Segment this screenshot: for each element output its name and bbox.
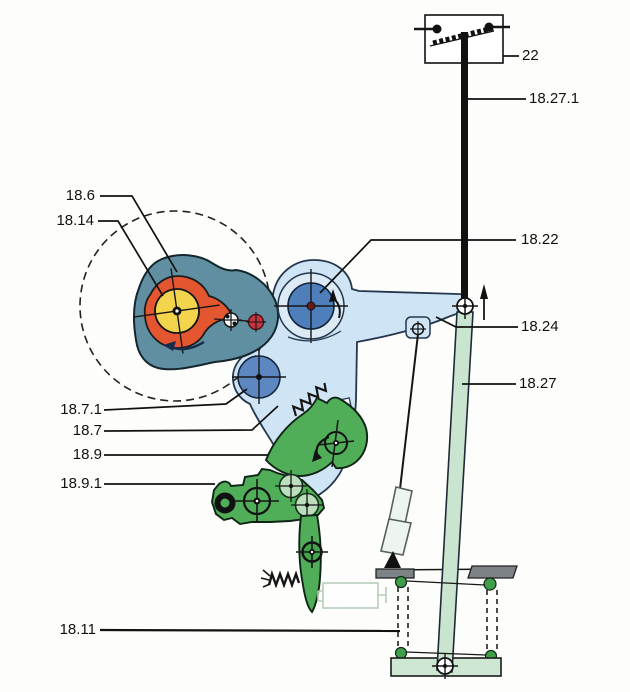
claw-rotation-arrow [312, 435, 330, 462]
part-label-18-6: 18.6 [65, 187, 95, 204]
claw-lever [264, 396, 369, 477]
red-pin [246, 312, 266, 332]
part-label-18-24: 18.24 [521, 318, 559, 335]
base-links [405, 580, 487, 679]
guide-roller [232, 350, 286, 404]
part-label-18-9-1: 18.9.1 [60, 475, 102, 492]
part-label-18-11: 18.11 [59, 621, 96, 638]
part-label-18-27-1: 18.27.1 [529, 90, 580, 107]
bracket-roller-lower [291, 489, 323, 521]
return-spring [260, 569, 301, 589]
buffer-box [317, 582, 387, 609]
cam-rotation-arrow [163, 340, 205, 351]
bracket-roller-upper [275, 470, 307, 502]
lifter-bar [436, 311, 474, 673]
position-marker [220, 309, 242, 331]
damper [380, 486, 413, 568]
pivot-marker [452, 293, 478, 319]
lever-spring [291, 382, 328, 417]
link-bracket [211, 467, 326, 526]
part-label-18-22: 18.22 [521, 231, 559, 248]
pulley-rotation-arrow [329, 289, 341, 319]
part-label-18-7-1: 18.7.1 [60, 401, 102, 418]
leader-lines [98, 55, 526, 633]
part-label-18-7: 18.7 [72, 422, 102, 439]
part-label-18-9: 18.9 [72, 446, 102, 463]
lower-arm [296, 513, 328, 614]
part-label-18-14: 18.14 [56, 212, 94, 229]
cam-assembly [133, 254, 280, 371]
part-label-18-27: 18.27 [519, 375, 557, 392]
eyelet-ring [214, 492, 236, 514]
damper-foot [384, 551, 401, 568]
up-arrow [480, 284, 488, 320]
part-label-22: 22 [522, 47, 539, 64]
tension-pulley [274, 269, 348, 343]
